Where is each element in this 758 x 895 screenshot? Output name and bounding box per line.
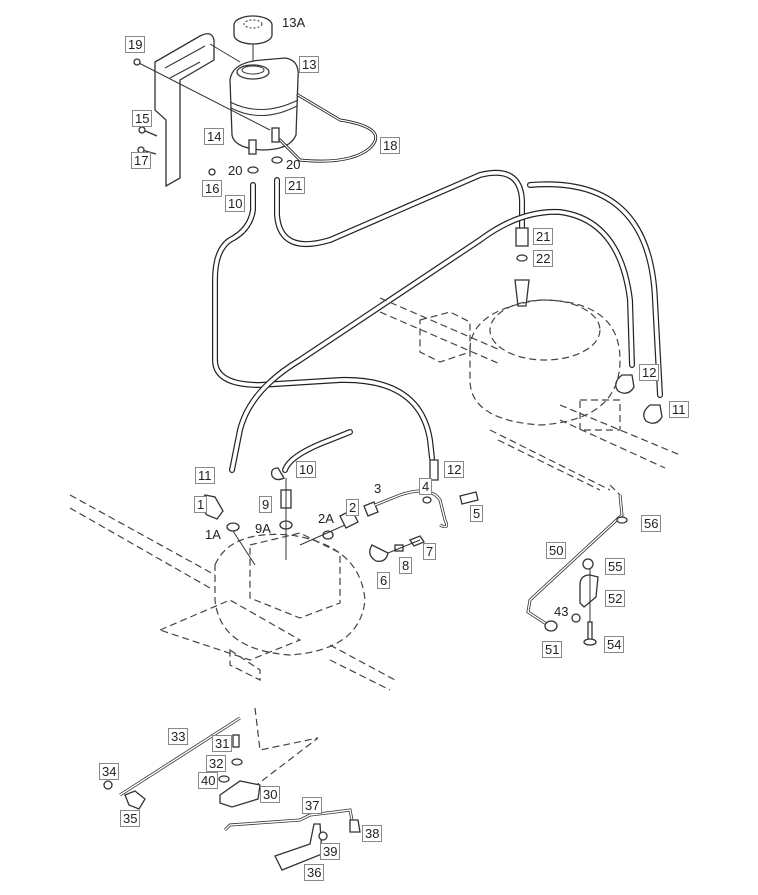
callout-9: 9 (259, 496, 273, 513)
callout-20-right: 20 (286, 157, 301, 172)
callout-21-top: 21 (285, 177, 306, 194)
callout-13: 13 (299, 56, 320, 73)
reservoir-tank (229, 57, 299, 155)
callout-34: 34 (99, 763, 120, 780)
callout-7: 7 (423, 543, 437, 560)
reservoir-cap (233, 15, 273, 68)
callout-11-right: 11 (669, 401, 689, 418)
callout-33: 33 (168, 728, 189, 745)
callout-5: 5 (470, 505, 484, 522)
callout-40: 40 (198, 772, 219, 789)
callout-36: 36 (304, 864, 325, 881)
callout-9A: 9A (255, 521, 271, 536)
callout-18: 18 (380, 137, 401, 154)
callout-12-right: 12 (639, 364, 660, 381)
upper-transmission (379, 297, 681, 491)
callout-11-left: 11 (195, 467, 215, 484)
callout-3: 3 (374, 481, 382, 496)
callout-13A: 13A (282, 15, 306, 30)
reservoir-bracket (133, 33, 271, 188)
callout-32: 32 (206, 755, 227, 772)
callout-10-lower: 10 (296, 461, 317, 478)
callout-54: 54 (604, 636, 625, 653)
callout-50: 50 (546, 542, 567, 559)
callout-35: 35 (120, 810, 141, 827)
callout-2: 2 (346, 499, 360, 516)
lower-transmission (69, 494, 396, 691)
callout-31: 31 (212, 735, 233, 752)
callout-52: 52 (605, 590, 626, 607)
callout-56: 56 (641, 515, 662, 532)
callout-1A: 1A (205, 527, 221, 542)
callout-2A: 2A (318, 511, 334, 526)
callout-19: 19 (125, 36, 146, 53)
callout-39: 39 (320, 843, 341, 860)
callout-12-lower: 12 (444, 461, 465, 478)
callout-6: 6 (377, 572, 391, 589)
callout-55: 55 (605, 558, 626, 575)
callout-1: 1 (194, 496, 208, 513)
callout-51: 51 (542, 641, 563, 658)
callout-16: 16 (202, 180, 223, 197)
callout-22: 22 (533, 250, 554, 267)
callout-38: 38 (362, 825, 383, 842)
callout-15: 15 (132, 110, 153, 127)
callout-14: 14 (204, 128, 225, 145)
callout-20-left: 20 (228, 163, 243, 178)
callout-30: 30 (260, 786, 281, 803)
callout-10-top: 10 (225, 195, 246, 212)
callout-4: 4 (419, 478, 433, 495)
callout-8: 8 (399, 557, 413, 574)
callout-37: 37 (302, 797, 323, 814)
callout-17: 17 (131, 152, 152, 169)
callout-43: 43 (554, 604, 569, 619)
callout-21-right: 21 (533, 228, 554, 245)
